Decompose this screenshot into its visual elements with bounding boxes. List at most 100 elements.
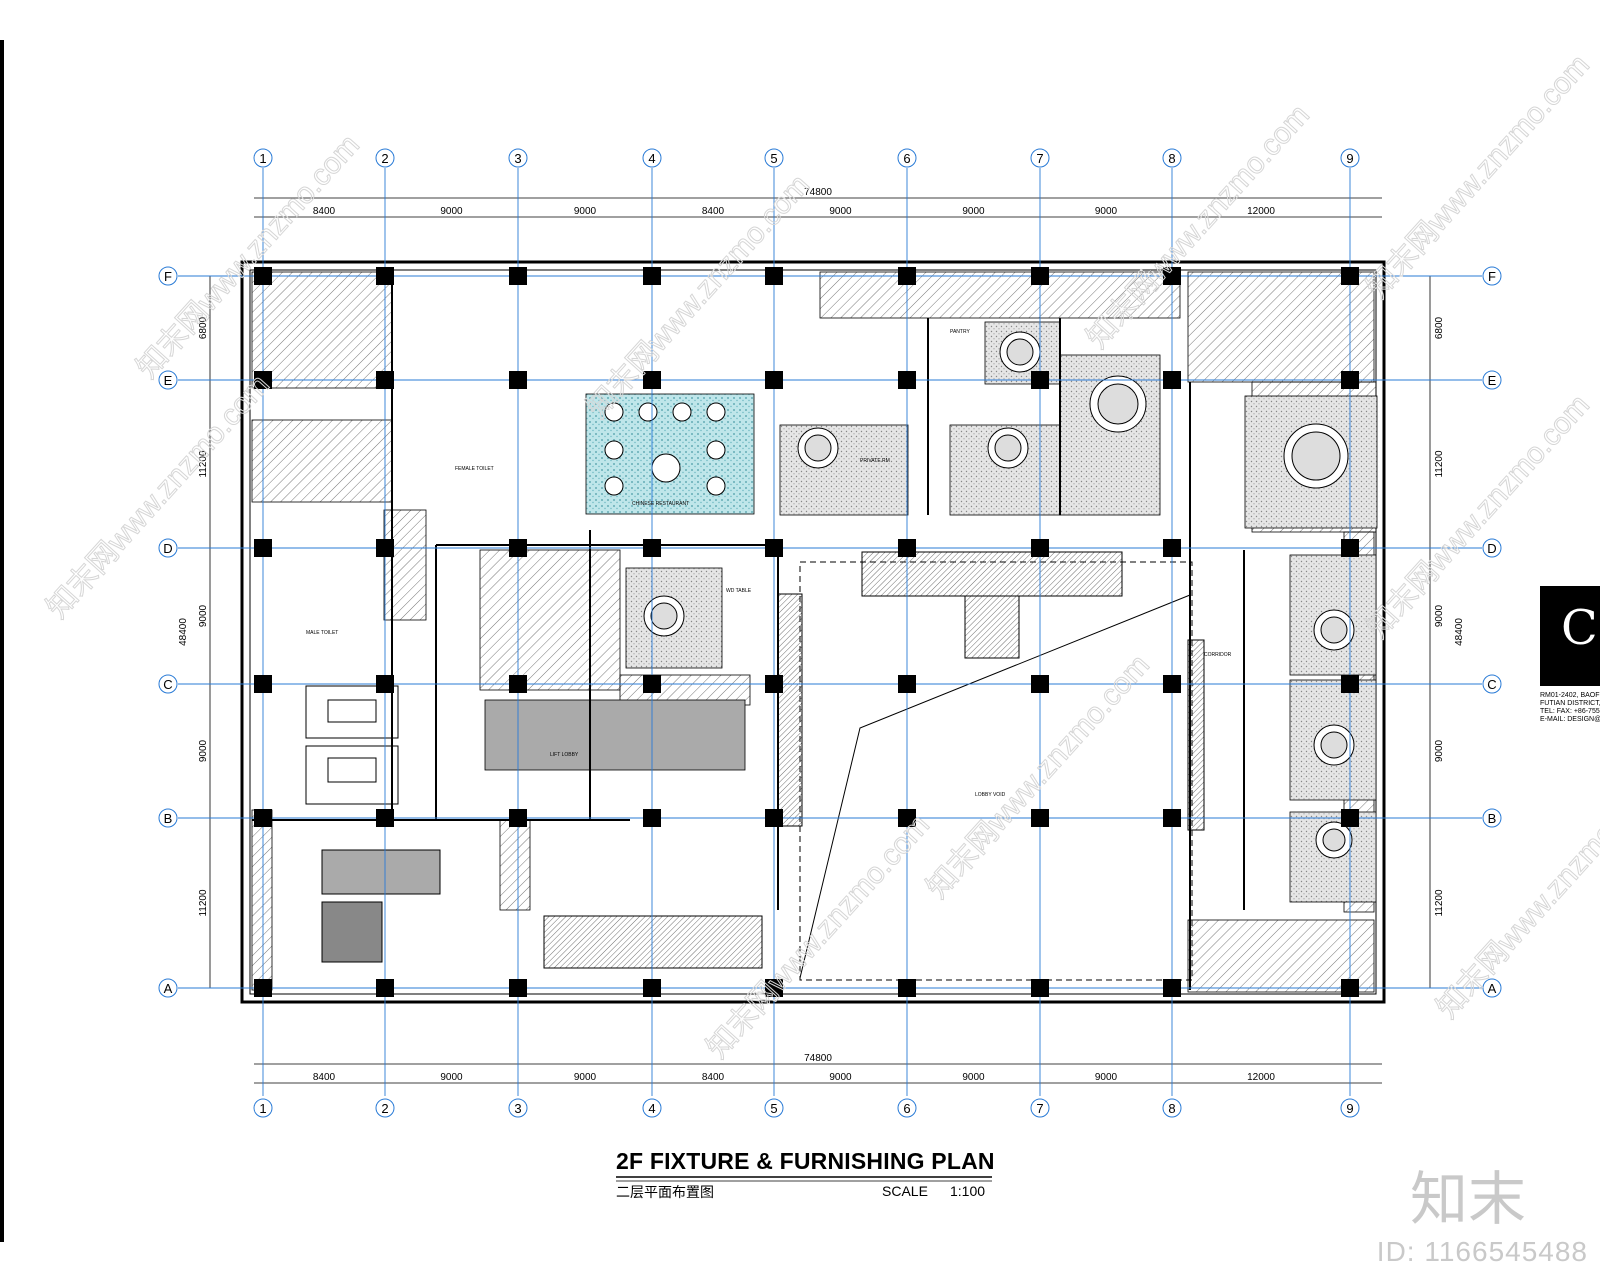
- meeting-tables: [305, 685, 441, 963]
- dimension-label-col: 9000: [574, 206, 597, 217]
- structural-column: [509, 809, 527, 827]
- structural-column: [643, 267, 661, 285]
- room-label-lobby-void: LOBBY VOID: [975, 792, 1006, 798]
- plan-subtitle: 二层平面布置图: [616, 1184, 714, 1200]
- dimension-label-col: 9000: [962, 1072, 985, 1083]
- structural-column: [1031, 809, 1049, 827]
- structural-column: [1341, 539, 1359, 557]
- dimension-label-row: 11200: [198, 889, 209, 917]
- dimension-label-col: 9000: [962, 206, 985, 217]
- structural-column: [376, 371, 394, 389]
- grid-row-label: E: [1488, 373, 1497, 388]
- grid-bubble-row: [158, 538, 178, 558]
- grid-bubble-col: [1030, 1098, 1050, 1118]
- grid-bubble-row: [158, 674, 178, 694]
- structural-column: [1341, 675, 1359, 693]
- room-label-pantry: PANTRY: [950, 329, 970, 335]
- grid-bubble-row: [158, 266, 178, 286]
- structural-column: [1031, 371, 1049, 389]
- side-info-line: TEL: FAX: +86-755-2: [1540, 708, 1600, 715]
- grid-col-label: 8: [1168, 151, 1175, 166]
- grid-bubble-col: [375, 1098, 395, 1118]
- structural-column: [1031, 979, 1049, 997]
- grid-bubble-row: [1482, 538, 1502, 558]
- dimension-label-total: 74800: [804, 1053, 832, 1064]
- grid-col-label: 1: [259, 1101, 266, 1116]
- dimension-label-col: 8400: [702, 206, 725, 217]
- structural-column: [1031, 267, 1049, 285]
- room-label-wd-table: WD TABLE: [726, 588, 752, 594]
- grid-row-label: A: [164, 981, 173, 996]
- grid-col-label: 2: [381, 151, 388, 166]
- dimension-label-col: 8400: [702, 1072, 725, 1083]
- structural-column: [376, 979, 394, 997]
- grid-bubble-col: [897, 148, 917, 168]
- structural-column: [898, 979, 916, 997]
- structural-column: [376, 267, 394, 285]
- title-underline: [616, 1176, 992, 1182]
- dimension-label-col: 9000: [1095, 1072, 1118, 1083]
- grid-col-label: 3: [514, 151, 521, 166]
- room-labels: CHINESE RESTAURANT PRIVATE RM PANTRY LIF…: [306, 329, 1232, 798]
- structural-column: [509, 539, 527, 557]
- room-label-lift-lobby: LIFT LOBBY: [550, 752, 579, 758]
- dimension-label-col: 9000: [829, 1072, 852, 1083]
- grid-bubble-row: [158, 808, 178, 828]
- structural-column: [1341, 371, 1359, 389]
- grid-col-label: 5: [770, 151, 777, 166]
- grid-bubble-row: [158, 370, 178, 390]
- structural-column: [898, 809, 916, 827]
- structural-columns: [254, 267, 1359, 997]
- dimension-label-row: 9000: [1434, 739, 1445, 762]
- structural-column: [254, 371, 272, 389]
- grid-col-label: 6: [903, 1101, 910, 1116]
- grid-bubble-col: [1340, 1098, 1360, 1118]
- grid-row-label: E: [164, 373, 173, 388]
- structural-column: [1031, 539, 1049, 557]
- structural-column: [765, 371, 783, 389]
- dimension-label-total: 74800: [804, 187, 832, 198]
- grid-bubble-row: [1482, 266, 1502, 286]
- structural-column: [765, 267, 783, 285]
- structural-column: [765, 979, 783, 997]
- dimension-label-row: 11200: [198, 450, 209, 478]
- structural-column: [254, 675, 272, 693]
- structural-column: [1163, 675, 1181, 693]
- left-frame-line: [0, 40, 4, 1242]
- grid-bubble-col: [764, 148, 784, 168]
- image-id-label: ID: 1166545488: [1376, 1236, 1588, 1267]
- structural-column: [765, 539, 783, 557]
- dimension-label-col: 9000: [1095, 206, 1118, 217]
- grid-row-label: B: [1488, 811, 1497, 826]
- structural-column: [1163, 809, 1181, 827]
- grid-bubble-row: [1482, 674, 1502, 694]
- grid-axis-lines: [178, 168, 1482, 1096]
- grid-col-label: 9: [1346, 1101, 1353, 1116]
- grid-row-label: A: [1488, 981, 1497, 996]
- side-logo-letter: C: [1561, 600, 1598, 656]
- structural-column: [1341, 267, 1359, 285]
- room-label-corridor: CORRIDOR: [1204, 652, 1232, 658]
- grid-col-label: 9: [1346, 151, 1353, 166]
- scale-value: 1:100: [950, 1183, 986, 1199]
- dimension-label-row: 11200: [1434, 450, 1445, 478]
- structural-column: [254, 979, 272, 997]
- grid-col-label: 1: [259, 151, 266, 166]
- watermark-text: 知末网www.znzmo.com: [1431, 768, 1600, 1024]
- side-info-block: RM01-2402, BAOFU FUTIAN DISTRICT, SZ TEL…: [1540, 692, 1600, 724]
- structural-column: [376, 809, 394, 827]
- grid-bubble-row: [1482, 808, 1502, 828]
- dimension-lines: [209, 197, 1431, 1084]
- structural-column: [1031, 675, 1049, 693]
- grid-row-label: C: [1487, 677, 1496, 692]
- structural-column: [1163, 267, 1181, 285]
- grid-row-label: F: [164, 269, 172, 284]
- brand-logo-text: 知末: [1410, 1165, 1527, 1233]
- dimension-label-col: 9000: [829, 206, 852, 217]
- structural-column: [1163, 539, 1181, 557]
- grid-bubble-row: [158, 978, 178, 998]
- structural-column: [643, 809, 661, 827]
- grid-col-label: 4: [648, 151, 655, 166]
- grid-bubble-col: [1340, 148, 1360, 168]
- structural-column: [509, 371, 527, 389]
